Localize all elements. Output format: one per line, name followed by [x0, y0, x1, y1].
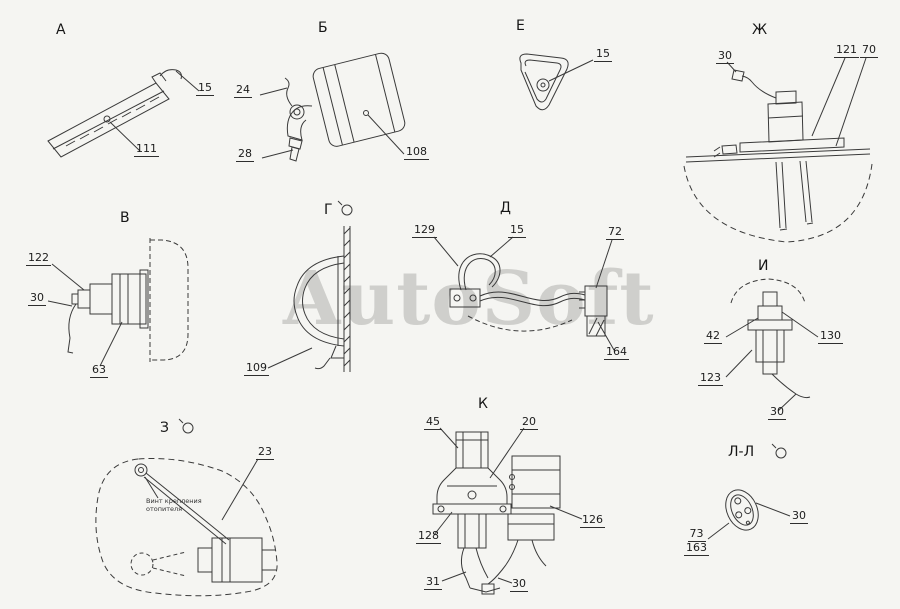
heater-screw-note-line2: отопителя	[146, 505, 183, 514]
part-label-b-24: 24	[234, 83, 252, 99]
drawing-headlight-b	[259, 52, 406, 162]
section-letter-v: В	[120, 210, 130, 226]
part-label-i-130: 130	[818, 329, 843, 345]
drawing-connector-ll	[707, 443, 791, 540]
part-label-d-164: 164	[604, 345, 629, 361]
drawing-sensor-i	[725, 278, 819, 412]
part-label-v-30: 30	[28, 291, 46, 307]
section-letter-zh: Ж	[752, 22, 768, 38]
part-label-k-20: 20	[520, 415, 538, 431]
heater-screw-note: Винт крепления отопителя	[146, 497, 202, 513]
part-label-d-72: 72	[606, 225, 624, 241]
drawing-gasket-e	[519, 53, 594, 111]
part-label-i-30: 30	[768, 405, 786, 421]
part-label-z-23: 23	[256, 445, 274, 461]
part-label-zh-121: 121	[834, 43, 859, 59]
section-letter-b: Б	[318, 20, 328, 36]
part-label-a-111: 111	[134, 142, 159, 158]
drawing-heater-plug-k	[432, 427, 583, 595]
part-label-zh-70: 70	[860, 43, 878, 59]
section-letter-k: К	[478, 396, 488, 412]
drawing-fuel-sender-zh	[683, 57, 873, 243]
part-label-ll-73: 73	[687, 527, 706, 543]
part-label-k-45: 45	[424, 415, 442, 431]
part-label-ll-163: 163	[684, 542, 709, 557]
part-label-k-30: 30	[510, 577, 528, 593]
part-label-d-15: 15	[508, 223, 526, 239]
section-letter-g: Г	[324, 202, 333, 218]
drawing-plug-v	[47, 238, 189, 367]
part-label-b-108: 108	[404, 145, 429, 161]
section-letter-d: Д	[500, 200, 511, 216]
drawing-headlamp-g	[267, 200, 353, 372]
part-label-i-42: 42	[704, 329, 722, 345]
section-letter-a: А	[56, 22, 66, 38]
part-label-b-28: 28	[236, 147, 254, 163]
part-label-k-126: 126	[580, 513, 605, 529]
section-letter-e: Е	[516, 18, 525, 34]
drawing-heater-wire-z	[95, 418, 278, 597]
section-letter-ll: Л-Л	[728, 444, 755, 460]
part-label-g-109: 109	[244, 361, 269, 377]
part-label-d-129: 129	[412, 223, 437, 239]
part-label-ll-30: 30	[790, 509, 808, 525]
part-label-stack-73-163: 73 163	[684, 527, 709, 557]
section-letter-i: И	[758, 258, 769, 274]
part-label-zh-30: 30	[716, 49, 734, 65]
drawing-lamp-a	[47, 69, 200, 158]
part-label-a-15: 15	[196, 81, 214, 97]
part-label-k-31: 31	[424, 575, 442, 591]
part-label-v-63: 63	[90, 363, 108, 379]
watermark: AutoSoft	[283, 256, 655, 342]
part-label-i-123: 123	[698, 371, 723, 387]
drawing-harness-d	[433, 236, 615, 351]
part-label-e-15: 15	[594, 47, 612, 63]
section-letter-z: З	[160, 420, 169, 436]
heater-screw-note-line1: Винт крепления	[146, 497, 202, 505]
part-label-k-128: 128	[416, 529, 441, 545]
part-label-v-122: 122	[26, 251, 51, 267]
